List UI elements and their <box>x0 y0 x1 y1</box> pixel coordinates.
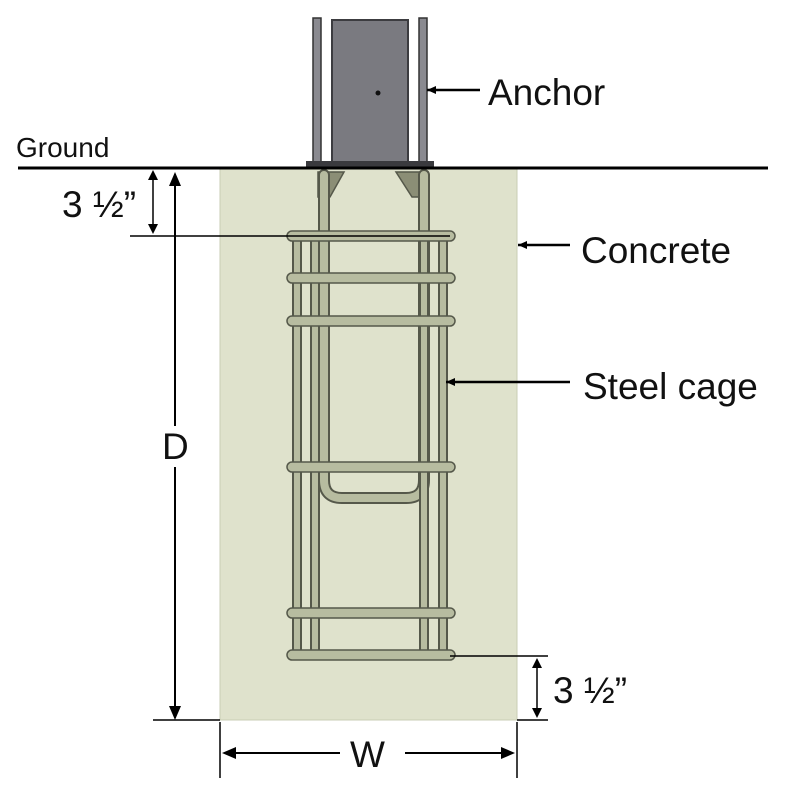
cage-ring-4 <box>286 461 456 473</box>
depth-label: D <box>160 426 191 467</box>
bottom-clearance-label: 3 ½” <box>553 670 628 711</box>
cage-ring-6 <box>286 649 456 661</box>
anchor-label: Anchor <box>488 72 606 113</box>
cage-ring-2 <box>286 272 456 284</box>
bottom-clearance-dimension <box>450 655 548 721</box>
width-label: W <box>350 734 385 775</box>
top-clearance-label: 3 ½” <box>62 184 137 225</box>
top-clearance-dimension <box>130 170 450 237</box>
width-dimension <box>219 722 518 778</box>
steel-cage-label: Steel cage <box>583 366 758 407</box>
anchor-post <box>306 17 434 168</box>
concrete-label: Concrete <box>581 230 732 271</box>
cage-ring-5 <box>286 607 456 619</box>
steel-cage-verticals <box>292 236 448 655</box>
concrete-block <box>219 167 518 721</box>
cage-ring-3 <box>286 315 456 327</box>
ground-label: Ground <box>16 132 110 163</box>
